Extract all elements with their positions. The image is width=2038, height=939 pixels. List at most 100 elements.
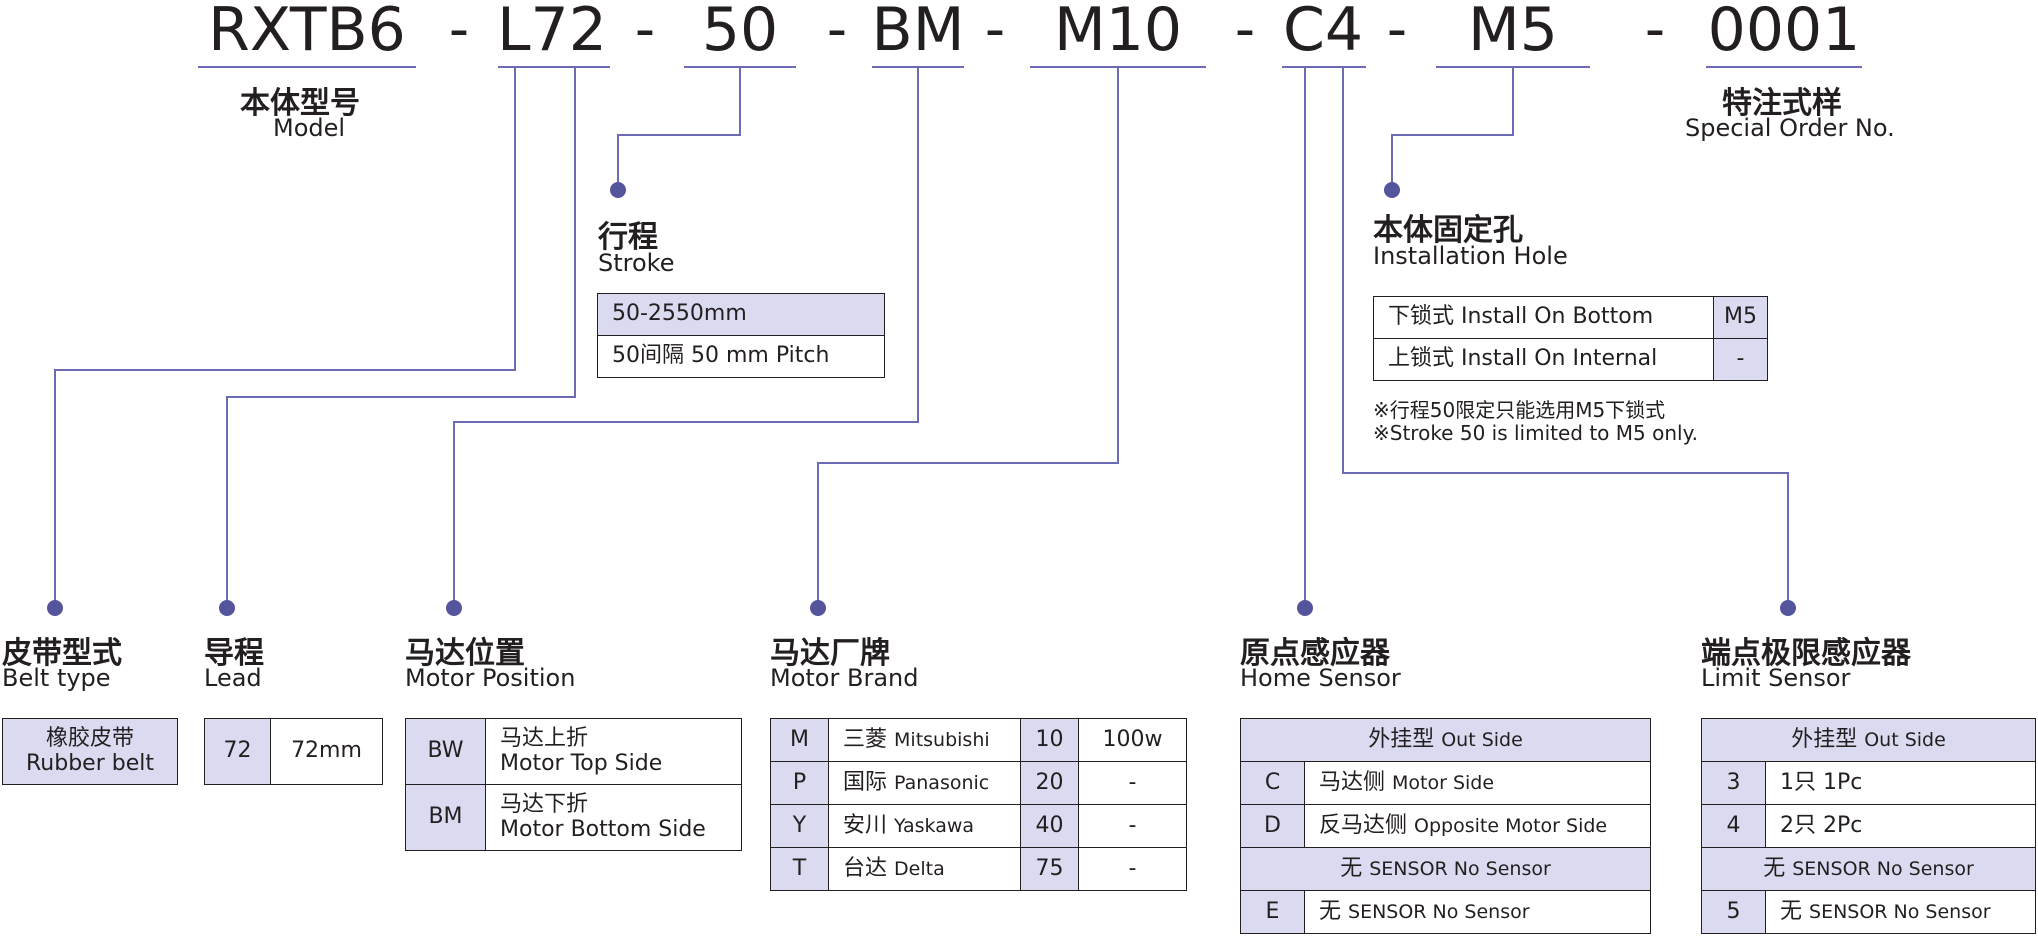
motor-position-desc-cn: 马达下折: [500, 792, 589, 818]
motor-position-code: BW: [405, 718, 486, 785]
code-underline: [1030, 66, 1206, 68]
motor-brand-name-cn: 国际: [843, 769, 888, 795]
motor-brand-name: 台达 Delta: [828, 847, 1021, 891]
motor-power-code: 10: [1020, 718, 1079, 762]
special-order-label-cn: 特注式样: [1722, 86, 1842, 121]
limit-sensor-group-header: 外挂型 Out Side: [1701, 718, 2036, 762]
code-segment-sensors: C4: [1282, 0, 1364, 65]
code-separator: -: [826, 0, 848, 62]
connector-belt-type: [54, 68, 516, 608]
stroke-label-cn: 行程: [598, 220, 658, 255]
belt-type-value-en: Rubber belt: [26, 750, 154, 776]
limit-sensor-group-cn: 无: [1763, 855, 1786, 881]
code-separator: -: [1386, 0, 1408, 62]
motor-brand-name-cn: 三菱: [843, 726, 888, 752]
motor-position-desc-en: Motor Bottom Side: [500, 816, 706, 842]
stroke-table: 50-2550mm 50间隔 50 mm Pitch: [597, 293, 885, 378]
home-sensor-desc: 无 SENSOR No Sensor: [1304, 890, 1651, 934]
connector-install-hole: [1391, 68, 1514, 190]
code-underline: [498, 66, 542, 68]
motor-brand-name-en: Mitsubishi: [894, 728, 990, 751]
install-option-code: M5: [1713, 296, 1768, 339]
model-label-en: Model: [273, 114, 346, 142]
install-hole-label-en: Installation Hole: [1373, 242, 1568, 270]
motor-brand-name-cn: 安川: [843, 812, 888, 838]
motor-brand-code: T: [770, 847, 829, 891]
motor-position-table: BW 马达上折 Motor Top Side BM 马达下折 Motor Bot…: [405, 718, 742, 851]
home-sensor-group-cn: 外挂型: [1368, 726, 1435, 752]
lead-label-cn: 导程: [204, 636, 264, 671]
code-separator: -: [448, 0, 470, 62]
dot-stroke: [610, 182, 626, 198]
code-segment-motor-brand: M10: [1053, 0, 1183, 65]
motor-position-desc-cn: 马达上折: [500, 726, 589, 752]
limit-sensor-desc: 无 SENSOR No Sensor: [1765, 890, 2036, 934]
connector-motor-position: [453, 68, 919, 608]
home-sensor-desc: 反马达侧 Opposite Motor Side: [1304, 804, 1651, 848]
code-segment-install-hole: M5: [1468, 0, 1558, 65]
motor-brand-name-en: Delta: [894, 857, 945, 880]
limit-sensor-qty: 1只 1Pc: [1765, 761, 2036, 805]
limit-sensor-code: 3: [1701, 761, 1766, 805]
stroke-range: 50-2550mm: [597, 293, 885, 336]
motor-position-label-cn: 马达位置: [405, 636, 525, 671]
code-separator: -: [984, 0, 1006, 62]
limit-sensor-label-en: Limit Sensor: [1701, 664, 1851, 692]
motor-power: -: [1078, 804, 1187, 848]
motor-brand-name-en: Yaskawa: [894, 814, 975, 837]
dot-belt-type: [47, 600, 63, 616]
motor-brand-name-en: Panasonic: [894, 771, 990, 794]
motor-brand-name: 国际 Panasonic: [828, 761, 1021, 805]
dot-lead: [219, 600, 235, 616]
code-separator: -: [1644, 0, 1666, 62]
code-underline: [872, 66, 964, 68]
limit-sensor-table: 外挂型 Out Side 3 1只 1Pc 4 2只 2Pc 无 SENSOR …: [1701, 718, 2036, 934]
code-underline: [1436, 66, 1590, 68]
home-sensor-group-en: Out Side: [1441, 728, 1523, 751]
code-separator: -: [634, 0, 656, 62]
motor-power: 100w: [1078, 718, 1187, 762]
motor-brand-name: 三菱 Mitsubishi: [828, 718, 1021, 762]
motor-brand-name-cn: 台达: [843, 855, 888, 881]
motor-power-code: 75: [1020, 847, 1079, 891]
model-label-cn: 本体型号: [240, 86, 360, 121]
belt-type-value: 橡胶皮带 Rubber belt: [2, 718, 178, 785]
install-note: ※Stroke 50 is limited to M5 only.: [1373, 421, 1698, 445]
install-hole-table: 下锁式 Install On Bottom M5 上锁式 Install On …: [1373, 296, 1768, 381]
motor-brand-code: M: [770, 718, 829, 762]
lead-label-en: Lead: [204, 664, 262, 692]
code-segment-motor-position: BM: [871, 0, 965, 65]
belt-type-label-cn: 皮带型式: [2, 636, 122, 671]
limit-sensor-group-cn: 外挂型: [1791, 726, 1858, 752]
home-sensor-desc-cn: 马达侧: [1319, 769, 1386, 795]
motor-power-code: 40: [1020, 804, 1079, 848]
code-underline: [1706, 66, 1862, 68]
home-sensor-code: D: [1240, 804, 1305, 848]
motor-brand-code: P: [770, 761, 829, 805]
install-note: ※行程50限定只能选用M5下锁式: [1373, 398, 1666, 422]
code-underline: [684, 66, 796, 68]
motor-position-code: BM: [405, 784, 486, 851]
code-segment-stroke: 50: [701, 0, 779, 65]
motor-position-desc: 马达上折 Motor Top Side: [485, 718, 742, 785]
install-option-code: -: [1713, 338, 1768, 381]
home-sensor-code: C: [1240, 761, 1305, 805]
dot-motor-position: [446, 600, 462, 616]
motor-position-desc: 马达下折 Motor Bottom Side: [485, 784, 742, 851]
home-sensor-code: E: [1240, 890, 1305, 934]
limit-sensor-desc-en: SENSOR No Sensor: [1809, 900, 1991, 923]
lead-code: 72: [204, 718, 271, 785]
motor-brand-table: M 三菱 Mitsubishi 10 100w P 国际 Panasonic 2…: [770, 718, 1187, 891]
connector-stroke: [617, 68, 741, 190]
dot-motor-brand: [810, 600, 826, 616]
install-option-label: 下锁式 Install On Bottom: [1373, 296, 1714, 339]
motor-brand-code: Y: [770, 804, 829, 848]
limit-sensor-code: 4: [1701, 804, 1766, 848]
special-order-label-en: Special Order No.: [1685, 114, 1895, 142]
home-sensor-table: 外挂型 Out Side C 马达侧 Motor Side D 反马达侧 Opp…: [1240, 718, 1651, 934]
belt-type-table: 橡胶皮带 Rubber belt: [2, 718, 178, 785]
belt-type-value-cn: 橡胶皮带: [45, 726, 134, 752]
motor-position-label-en: Motor Position: [405, 664, 576, 692]
home-sensor-desc-en: SENSOR No Sensor: [1348, 900, 1530, 923]
